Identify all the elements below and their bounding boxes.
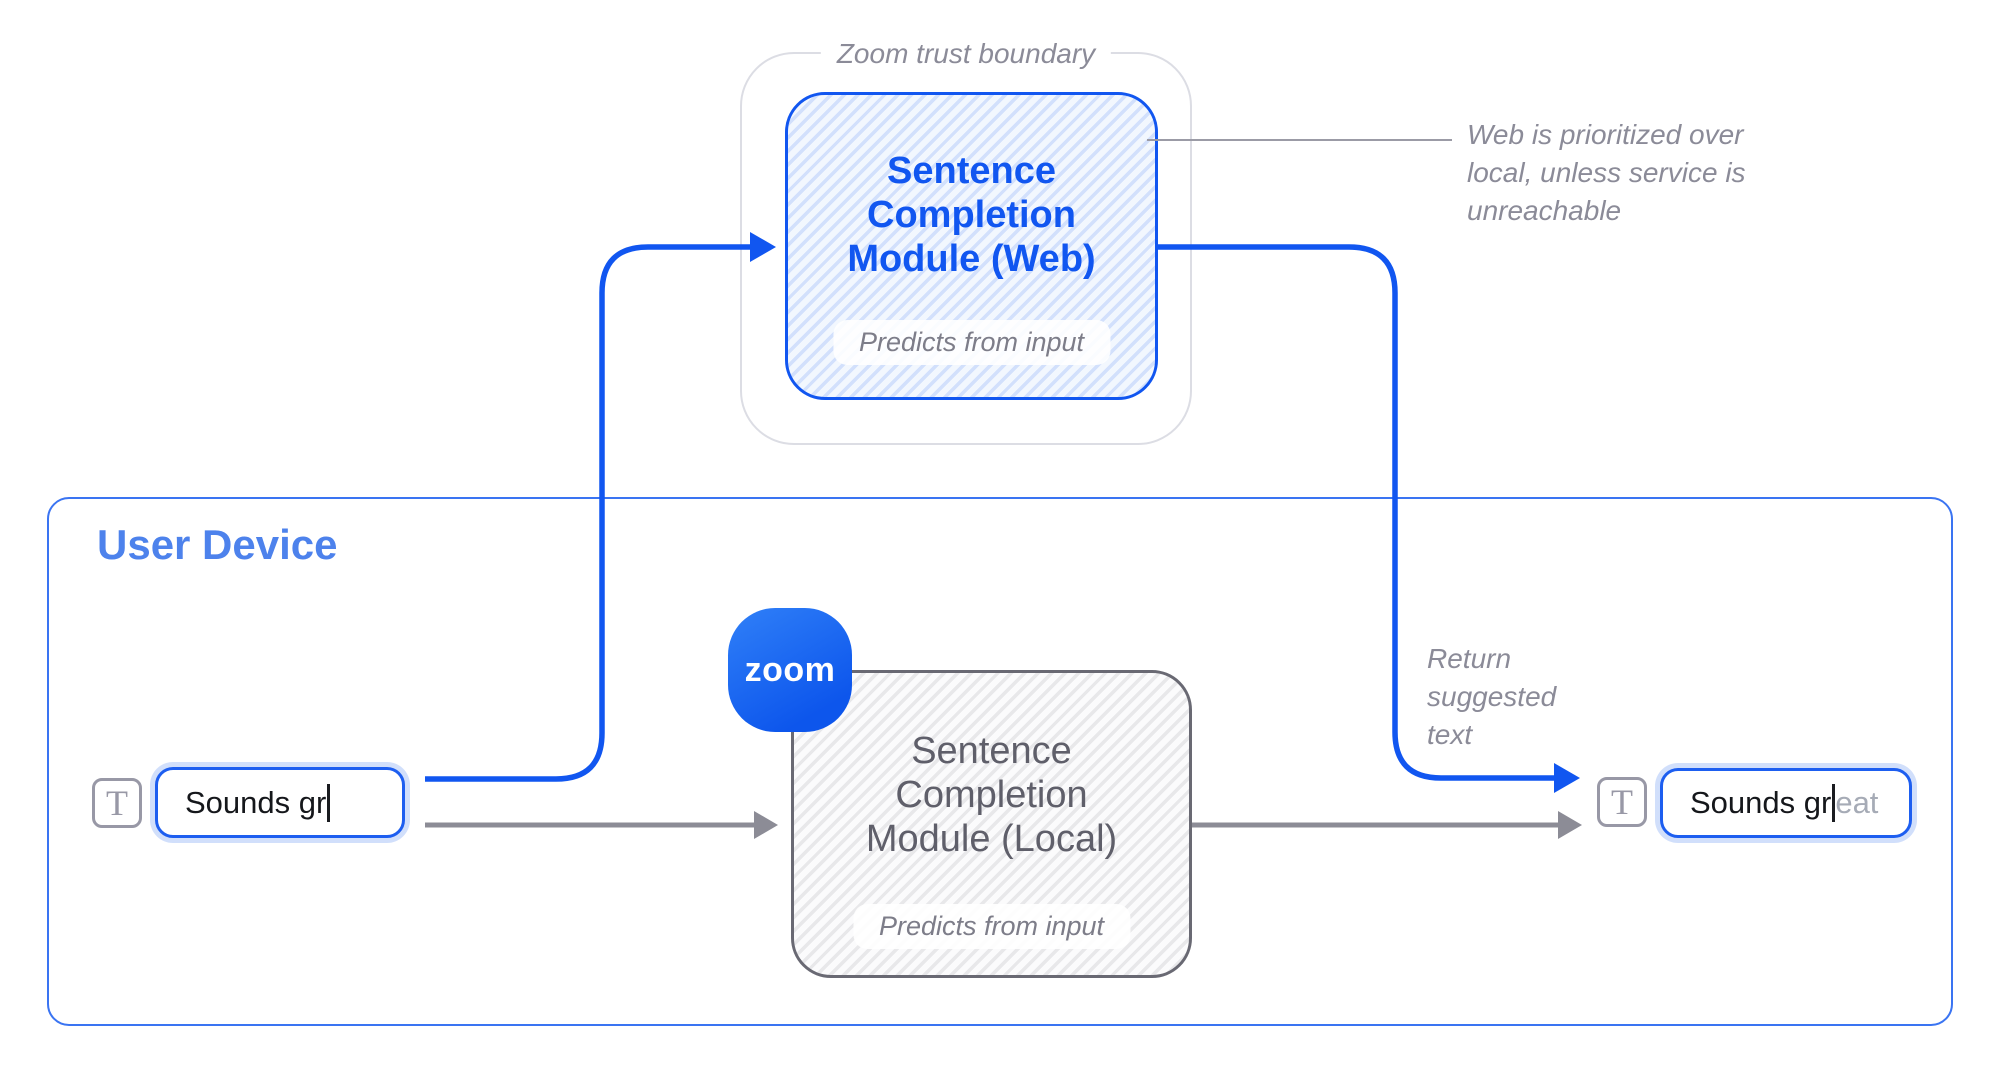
source-text-input[interactable]: Sounds gr	[155, 767, 405, 838]
annotation-line: local, unless service is	[1467, 157, 1746, 188]
local-module-subtitle: Predicts from input	[852, 904, 1131, 949]
annotation-return-suggested: Return suggested text	[1427, 640, 1556, 754]
user-device-boundary: User Device T Sounds gr zoom Sentence Co…	[47, 497, 1953, 1026]
web-module-title-line: Sentence	[887, 150, 1056, 192]
annotation-web-priority: Web is prioritized over local, unless se…	[1467, 116, 1746, 230]
text-tool-glyph: T	[106, 783, 128, 823]
text-cursor	[1832, 784, 1836, 822]
web-module-title-line: Module (Web)	[847, 238, 1096, 280]
local-module-title-line: Completion	[895, 774, 1088, 816]
web-module-subtitle: Predicts from input	[832, 320, 1111, 365]
typed-text: Sounds gr	[185, 784, 327, 820]
text-tool-glyph: T	[1611, 782, 1633, 822]
zoom-trust-boundary: Zoom trust boundary Sentence Completion …	[740, 35, 1192, 445]
annotation-line: suggested	[1427, 681, 1557, 712]
text-cursor	[327, 783, 331, 822]
typed-text: Sounds gr	[1690, 785, 1832, 820]
text-tool-icon: T	[92, 778, 142, 828]
user-device-title: User Device	[97, 521, 338, 568]
trust-boundary-label: Zoom trust boundary	[820, 35, 1112, 73]
local-module-title-line: Module (Local)	[865, 818, 1118, 860]
zoom-logo: zoom	[728, 608, 852, 732]
suggested-text: eat	[1835, 785, 1879, 820]
annotation-line: unreachable	[1467, 195, 1622, 226]
annotation-line: Return	[1427, 643, 1512, 674]
annotation-line: Web is prioritized over	[1467, 119, 1744, 150]
local-module-title: Sentence Completion Module (Local)	[866, 729, 1117, 861]
web-module-title-line: Completion	[867, 194, 1076, 236]
annotation-line: text	[1427, 719, 1473, 750]
web-module-title: Sentence Completion Module (Web)	[847, 149, 1095, 281]
web-module-box: Sentence Completion Module (Web) Predict…	[785, 92, 1158, 400]
local-module-title-line: Sentence	[911, 730, 1072, 772]
text-tool-icon: T	[1597, 777, 1647, 827]
zoom-logo-text: zoom	[744, 650, 836, 689]
local-module-box: Sentence Completion Module (Local) Predi…	[791, 670, 1192, 978]
